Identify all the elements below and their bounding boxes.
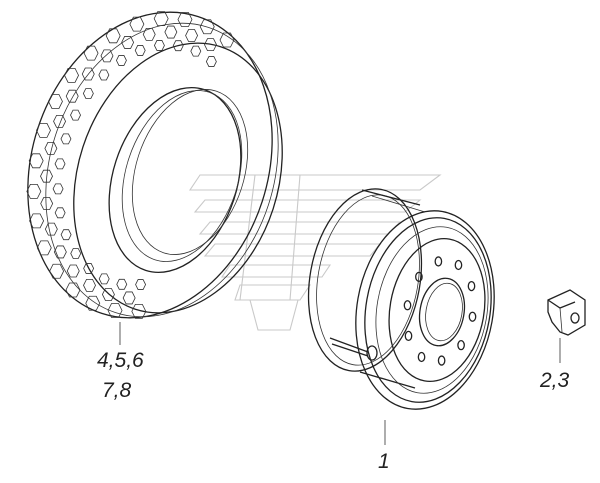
tread-block [199, 19, 215, 35]
bolt-holes [403, 256, 477, 366]
callout-tire-line1: 4,5,6 [97, 349, 144, 372]
tread-block [66, 264, 80, 278]
tread-block [54, 158, 66, 170]
tread-block [40, 169, 53, 183]
bolt-hole [404, 330, 413, 342]
tread-block [53, 245, 67, 259]
tread-block [70, 109, 81, 121]
tread-block [98, 273, 110, 285]
tread-block [134, 45, 146, 56]
tread-block [219, 32, 235, 48]
tread-block [49, 263, 65, 279]
tread-block [164, 25, 178, 39]
tread-block [82, 88, 94, 99]
tread-block [36, 122, 51, 138]
tread-block [29, 213, 45, 229]
tread-block [121, 36, 135, 49]
tread-block [107, 303, 123, 318]
tread-block [54, 207, 66, 219]
tread-block [83, 45, 99, 61]
tread-block [185, 29, 199, 42]
tread-block [70, 248, 82, 259]
tread-block [131, 303, 147, 319]
tread-block [60, 229, 72, 241]
tire-illustration [26, 11, 283, 319]
tread-block [142, 27, 156, 41]
tread-block [83, 263, 95, 274]
balance-weight-illustration [547, 289, 586, 336]
tread-block [205, 56, 217, 67]
tread-block [122, 291, 136, 305]
callout-rim: 1 [378, 450, 390, 473]
bolt-hole [454, 259, 463, 271]
tread-block [28, 153, 44, 169]
tread-pattern [26, 11, 235, 319]
callout-weight: 2,3 [539, 369, 570, 392]
bolt-hole [467, 280, 476, 292]
tread-block [204, 38, 217, 52]
tread-block [65, 89, 79, 103]
wheel-rim-illustration [307, 188, 495, 410]
callout-tire-line2: 7,8 [102, 379, 132, 402]
bolt-hole [415, 271, 423, 282]
bolt-hole [417, 351, 426, 363]
tread-block [153, 11, 169, 27]
tread-block [64, 67, 79, 83]
bolt-hole [403, 300, 412, 311]
bolt-hole [437, 355, 446, 366]
tread-block [115, 55, 127, 66]
tread-block [44, 222, 58, 236]
tread-block [52, 183, 64, 195]
tread-block [105, 28, 121, 44]
tread-block [60, 133, 72, 145]
tread-block [40, 197, 54, 210]
tread-block [53, 114, 67, 128]
bolt-hole [457, 340, 465, 351]
tread-block [190, 45, 202, 57]
bolt-hole [468, 311, 477, 322]
tread-block [153, 40, 165, 51]
tread-block [98, 69, 110, 81]
tread-block [100, 49, 114, 63]
tread-block [47, 94, 63, 109]
tread-block [65, 282, 81, 298]
tread-block [135, 279, 147, 290]
tread-block [36, 240, 52, 256]
tread-block [172, 40, 184, 52]
tread-block [83, 278, 96, 292]
tread-block [129, 16, 145, 32]
tread-block [101, 288, 115, 301]
tread-block [85, 295, 101, 311]
tread-block [116, 278, 128, 290]
bolt-hole [434, 256, 443, 267]
tread-block [81, 67, 95, 81]
tread-block [177, 12, 193, 27]
tread-block [44, 142, 58, 155]
tread-block [26, 184, 42, 199]
